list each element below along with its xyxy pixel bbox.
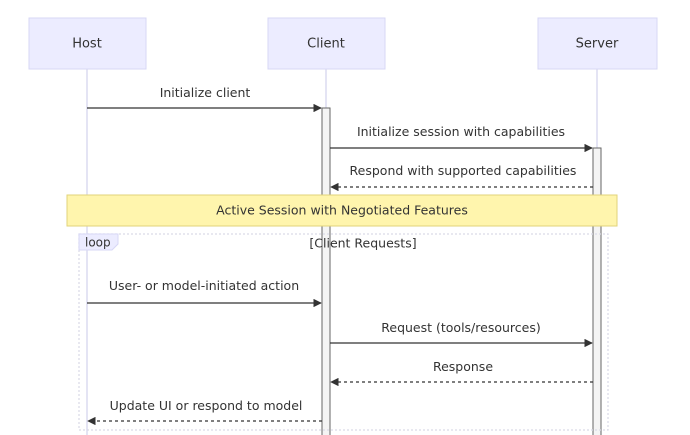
message-label: User- or model-initiated action xyxy=(109,278,299,293)
note-label: Active Session with Negotiated Features xyxy=(216,203,468,218)
participant-label: Client xyxy=(307,37,345,52)
loop-keyword: loop xyxy=(85,236,111,250)
message-initialize-client: Initialize client xyxy=(87,85,322,113)
message-response: Response xyxy=(330,359,593,387)
loop-condition: [Client Requests] xyxy=(309,236,416,251)
participant-server: Server xyxy=(537,17,658,70)
message-label: Response xyxy=(433,359,493,374)
loop-tag xyxy=(78,233,119,251)
participant-client: Client xyxy=(267,17,386,70)
participant-box xyxy=(267,17,386,70)
message-request: Request (tools/resources) xyxy=(330,320,593,348)
participant-host: Host xyxy=(28,17,147,70)
message-user-action: User- or model-initiated action xyxy=(87,278,322,308)
message-label: Respond with supported capabilities xyxy=(350,163,577,178)
message-label: Request (tools/resources) xyxy=(381,320,540,335)
activation-client xyxy=(321,107,331,435)
activation-server xyxy=(592,147,602,435)
loop-frame-border xyxy=(78,233,609,431)
loop-frame-client-requests: loop [Client Requests] xyxy=(78,233,609,431)
participant-box xyxy=(28,17,147,70)
note-active-session: Active Session with Negotiated Features xyxy=(66,194,618,227)
message-label: Update UI or respond to model xyxy=(110,398,303,413)
message-label: Initialize session with capabilities xyxy=(357,124,565,139)
message-label: Initialize client xyxy=(160,85,251,100)
participant-label: Server xyxy=(576,37,619,52)
participant-label: Host xyxy=(72,37,102,52)
message-initialize-session: Initialize session with capabilities xyxy=(330,124,593,153)
note-box xyxy=(66,194,618,227)
message-update-ui: Update UI or respond to model xyxy=(87,398,322,426)
message-respond-capabilities: Respond with supported capabilities xyxy=(330,163,593,192)
participant-box xyxy=(537,17,658,70)
